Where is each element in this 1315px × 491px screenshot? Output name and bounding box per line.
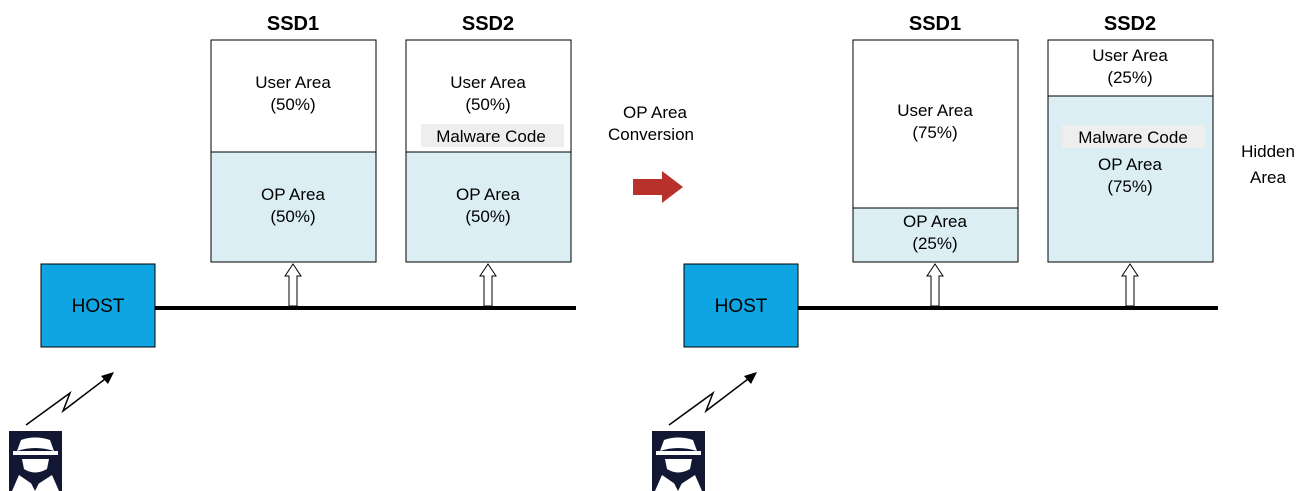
after-ssd2-title: SSD2 — [1104, 13, 1156, 35]
before-host-label: HOST — [72, 296, 125, 317]
before-ssd1-op-area — [210, 151, 377, 263]
after-ssd2-malware-label: Malware Code — [1078, 128, 1188, 147]
after-ssd2: User Area (25%) Malware Code OP Area (75… — [1047, 39, 1214, 263]
after-ssd2-op-label: OP Area — [1098, 155, 1162, 174]
before-ssd2-op-label: OP Area — [456, 185, 520, 204]
before-ssd1-title: SSD1 — [267, 13, 319, 35]
after-ssd1-op-percent: (25%) — [912, 234, 957, 253]
transition-label-line2: Conversion — [608, 125, 694, 144]
after-spy-hacker-icon — [652, 431, 705, 491]
after-ssd1-title: SSD1 — [909, 13, 961, 35]
before-ssd2-user-percent: (50%) — [465, 95, 510, 114]
before-ssd1-op-label: OP Area — [261, 185, 325, 204]
before-ssd2-op-percent: (50%) — [465, 207, 510, 226]
before-spy-hacker-icon — [9, 431, 62, 491]
transition-arrow-icon — [633, 171, 683, 203]
before-ssd2: User Area (50%) Malware Code OP Area (50… — [405, 39, 572, 263]
before-ssd2-up-arrow-icon — [479, 263, 497, 307]
after-ssd2-op-area — [1047, 95, 1214, 263]
after-ssd2-user-label: User Area — [1092, 46, 1168, 65]
after-ssd2-up-arrow-icon — [1121, 263, 1139, 307]
before-ssd2-user-label: User Area — [450, 73, 526, 92]
after-ssd1-op-area — [852, 207, 1019, 263]
after-ssd2-user-area — [1047, 39, 1214, 97]
after-ssd2-op-percent: (75%) — [1107, 177, 1152, 196]
before-ssd2-malware-label: Malware Code — [436, 127, 546, 146]
before-ssd2-malware-bg — [421, 124, 564, 147]
after-ssd2-malware-bg — [1062, 125, 1205, 148]
after-lightning-arrow-icon — [668, 372, 757, 426]
before-host-box — [40, 263, 156, 348]
before-ssd1-user-percent: (50%) — [270, 95, 315, 114]
before-ssd1: User Area (50%) OP Area (50%) — [210, 39, 377, 263]
after-host-box — [683, 263, 799, 348]
after-ssd1-up-arrow-icon — [926, 263, 944, 307]
before-lightning-arrow-icon — [25, 372, 114, 426]
hidden-area-label-line1: Hidden — [1241, 142, 1295, 161]
after-host-label: HOST — [715, 296, 768, 317]
after-ssd1-user-percent: (75%) — [912, 123, 957, 142]
before-ssd2-op-area — [405, 151, 572, 263]
after-ssd1-user-label: User Area — [897, 101, 973, 120]
before-ssd1-op-percent: (50%) — [270, 207, 315, 226]
before-ssd2-title: SSD2 — [462, 13, 514, 35]
after-ssd1-op-label: OP Area — [903, 212, 967, 231]
before-ssd1-user-area — [210, 39, 377, 153]
hidden-area-label-line2: Area — [1250, 168, 1286, 187]
after-ssd1: User Area (75%) OP Area (25%) — [852, 39, 1019, 263]
transition-label-line1: OP Area — [623, 103, 687, 122]
after-ssd1-user-area — [852, 39, 1019, 209]
before-ssd1-up-arrow-icon — [284, 263, 302, 307]
before-ssd1-user-label: User Area — [255, 73, 331, 92]
after-ssd2-user-percent: (25%) — [1107, 68, 1152, 87]
